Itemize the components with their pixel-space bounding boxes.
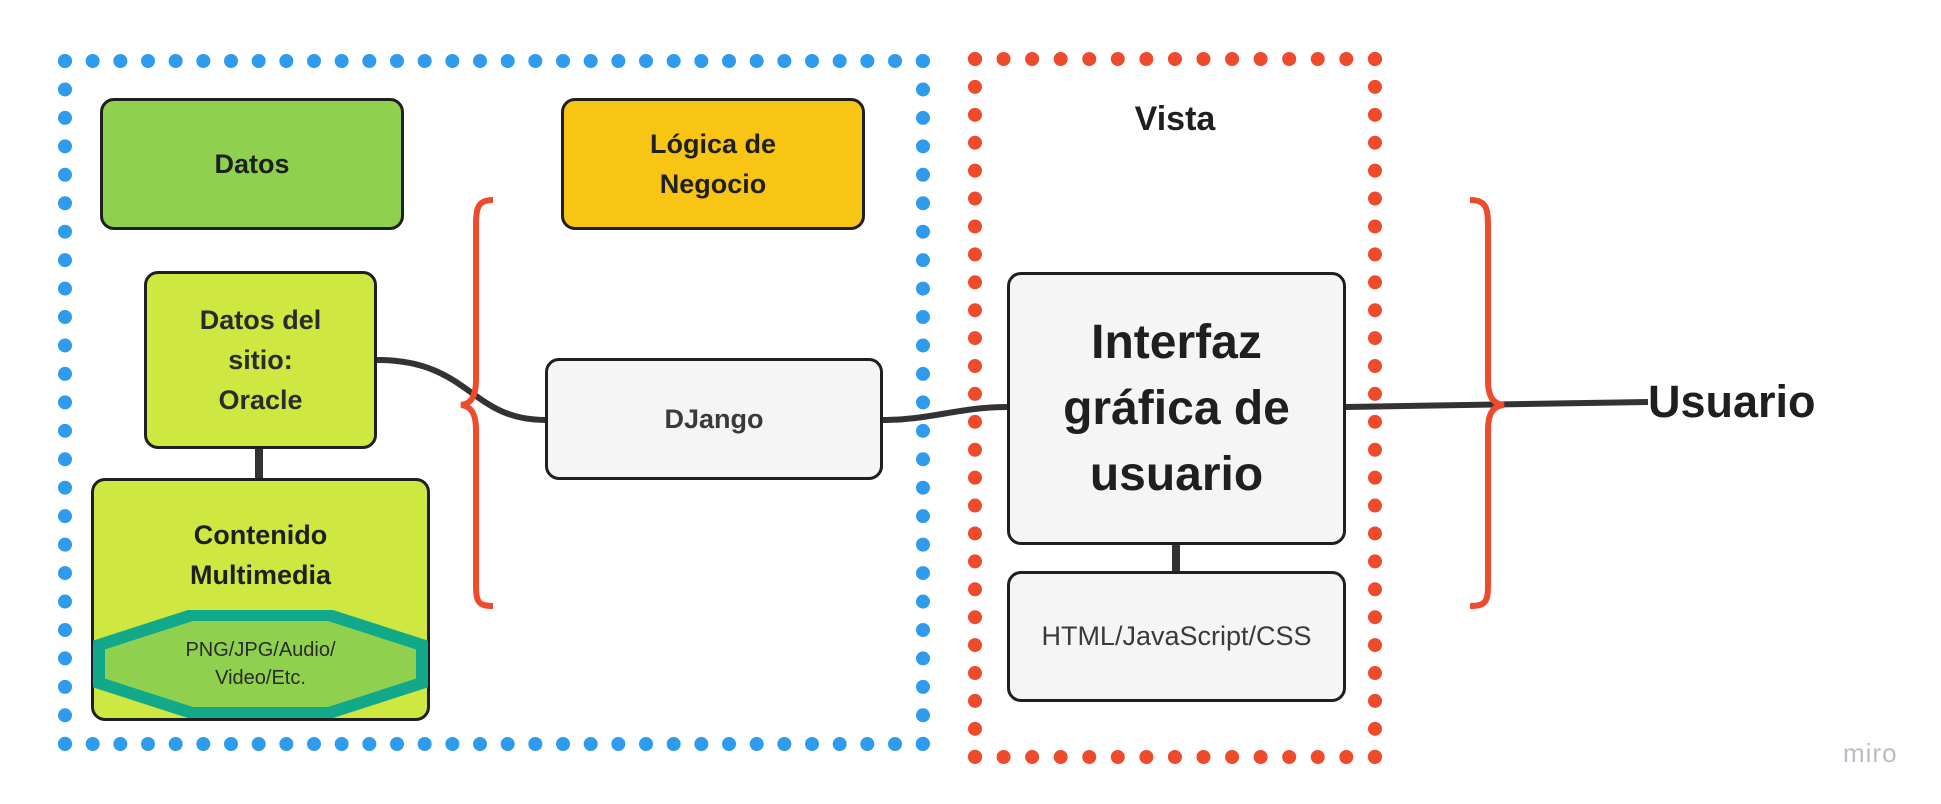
html-js-css-node[interactable]: HTML/JavaScript/CSS	[1007, 571, 1346, 702]
modelo-zone	[58, 54, 930, 751]
html-label: HTML/JavaScript/CSS	[1041, 621, 1312, 651]
miro-watermark: miro	[1843, 738, 1898, 768]
gui-label: Interfaz gráfica de usuario	[1063, 315, 1290, 501]
datos-node[interactable]: Datos	[100, 98, 404, 230]
multimedia-label: Contenido Multimedia	[189, 520, 331, 590]
formats-line1: PNG/JPG/Audio/	[185, 639, 336, 661]
datos-label: Datos	[214, 148, 290, 179]
django-node[interactable]: DJango	[545, 358, 883, 480]
brace-left	[460, 197, 494, 609]
brace-right	[1469, 197, 1505, 609]
formats-octagon[interactable]	[92, 610, 429, 718]
datos-sitio-node[interactable]: Datos del sitio: Oracle	[144, 271, 377, 449]
sitio-label-line3: Oracle	[218, 385, 303, 415]
usuario-label: Usuario	[1648, 376, 1816, 427]
vista-title: Vista	[1134, 100, 1216, 138]
vista-zone	[968, 52, 1382, 764]
connector-django-gui	[882, 404, 1008, 423]
formats-label: PNG/JPG/Audio/ Video/Etc.	[92, 636, 429, 692]
logica-label: Lógica de Negocio	[649, 129, 777, 199]
formats-line2: Video/Etc.	[215, 667, 306, 689]
interfaz-grafica-node[interactable]: Interfaz gráfica de usuario	[1007, 272, 1346, 545]
sitio-label-line2: sitio:	[228, 345, 293, 375]
django-label: DJango	[664, 403, 764, 434]
logica-negocio-node[interactable]: Lógica de Negocio	[561, 98, 865, 230]
connector-sitio-django	[376, 357, 546, 423]
sitio-label-line1: Datos del	[199, 305, 322, 335]
